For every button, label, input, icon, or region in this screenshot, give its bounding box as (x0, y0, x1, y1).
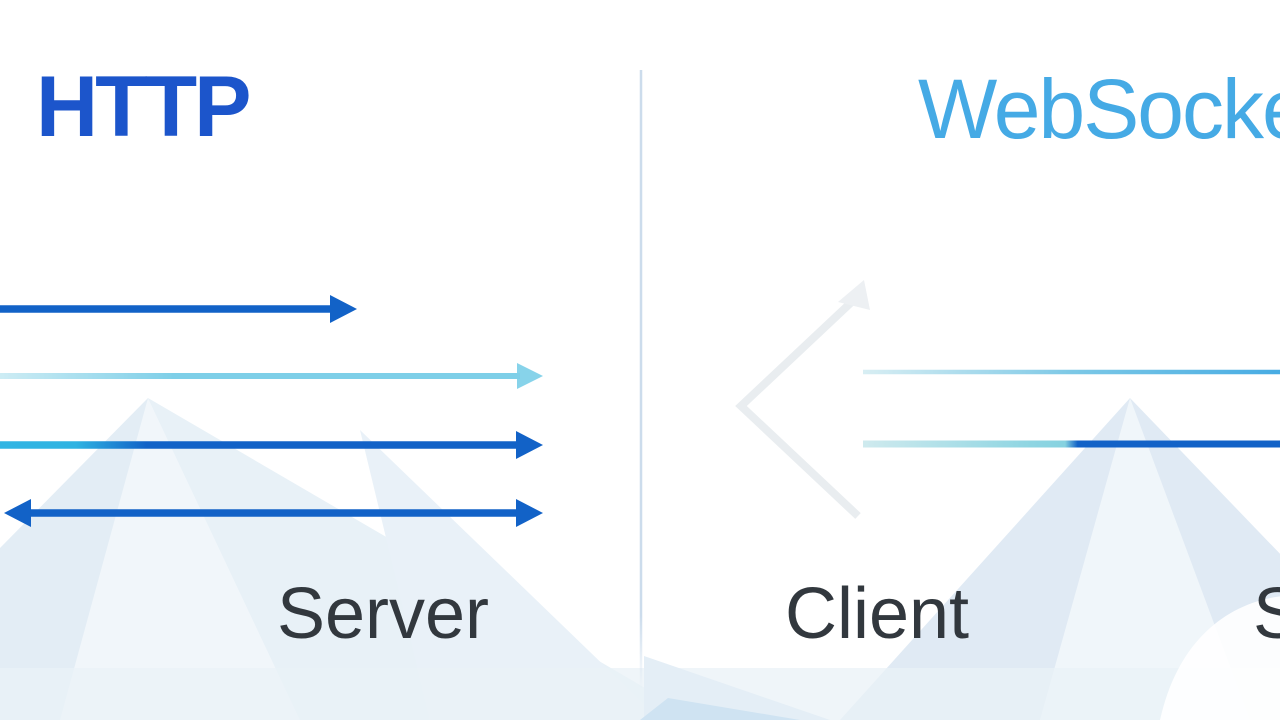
websocket-title: WebSocket (918, 62, 1280, 156)
faint-chevron-watermark (735, 280, 870, 519)
server-label-right: Server (1253, 574, 1280, 654)
http-title: HTTP (36, 59, 252, 155)
background-mountains-watermark (0, 398, 1280, 720)
http-arrow-4-right-head (516, 499, 543, 527)
http-arrow-2 (0, 363, 543, 389)
http-arrow-2-right-head (517, 363, 543, 389)
client-label: Client (784, 574, 970, 654)
http-arrow-3-right-head (516, 431, 543, 459)
http-arrow-1 (0, 295, 357, 323)
http-arrow-1-right-head (330, 295, 357, 323)
arrow-layer (0, 295, 1280, 527)
http-arrow-3 (0, 431, 543, 459)
http-arrow-4 (4, 499, 543, 527)
http-arrow-4-left-head (4, 499, 31, 527)
server-label-left: Server (276, 574, 490, 654)
